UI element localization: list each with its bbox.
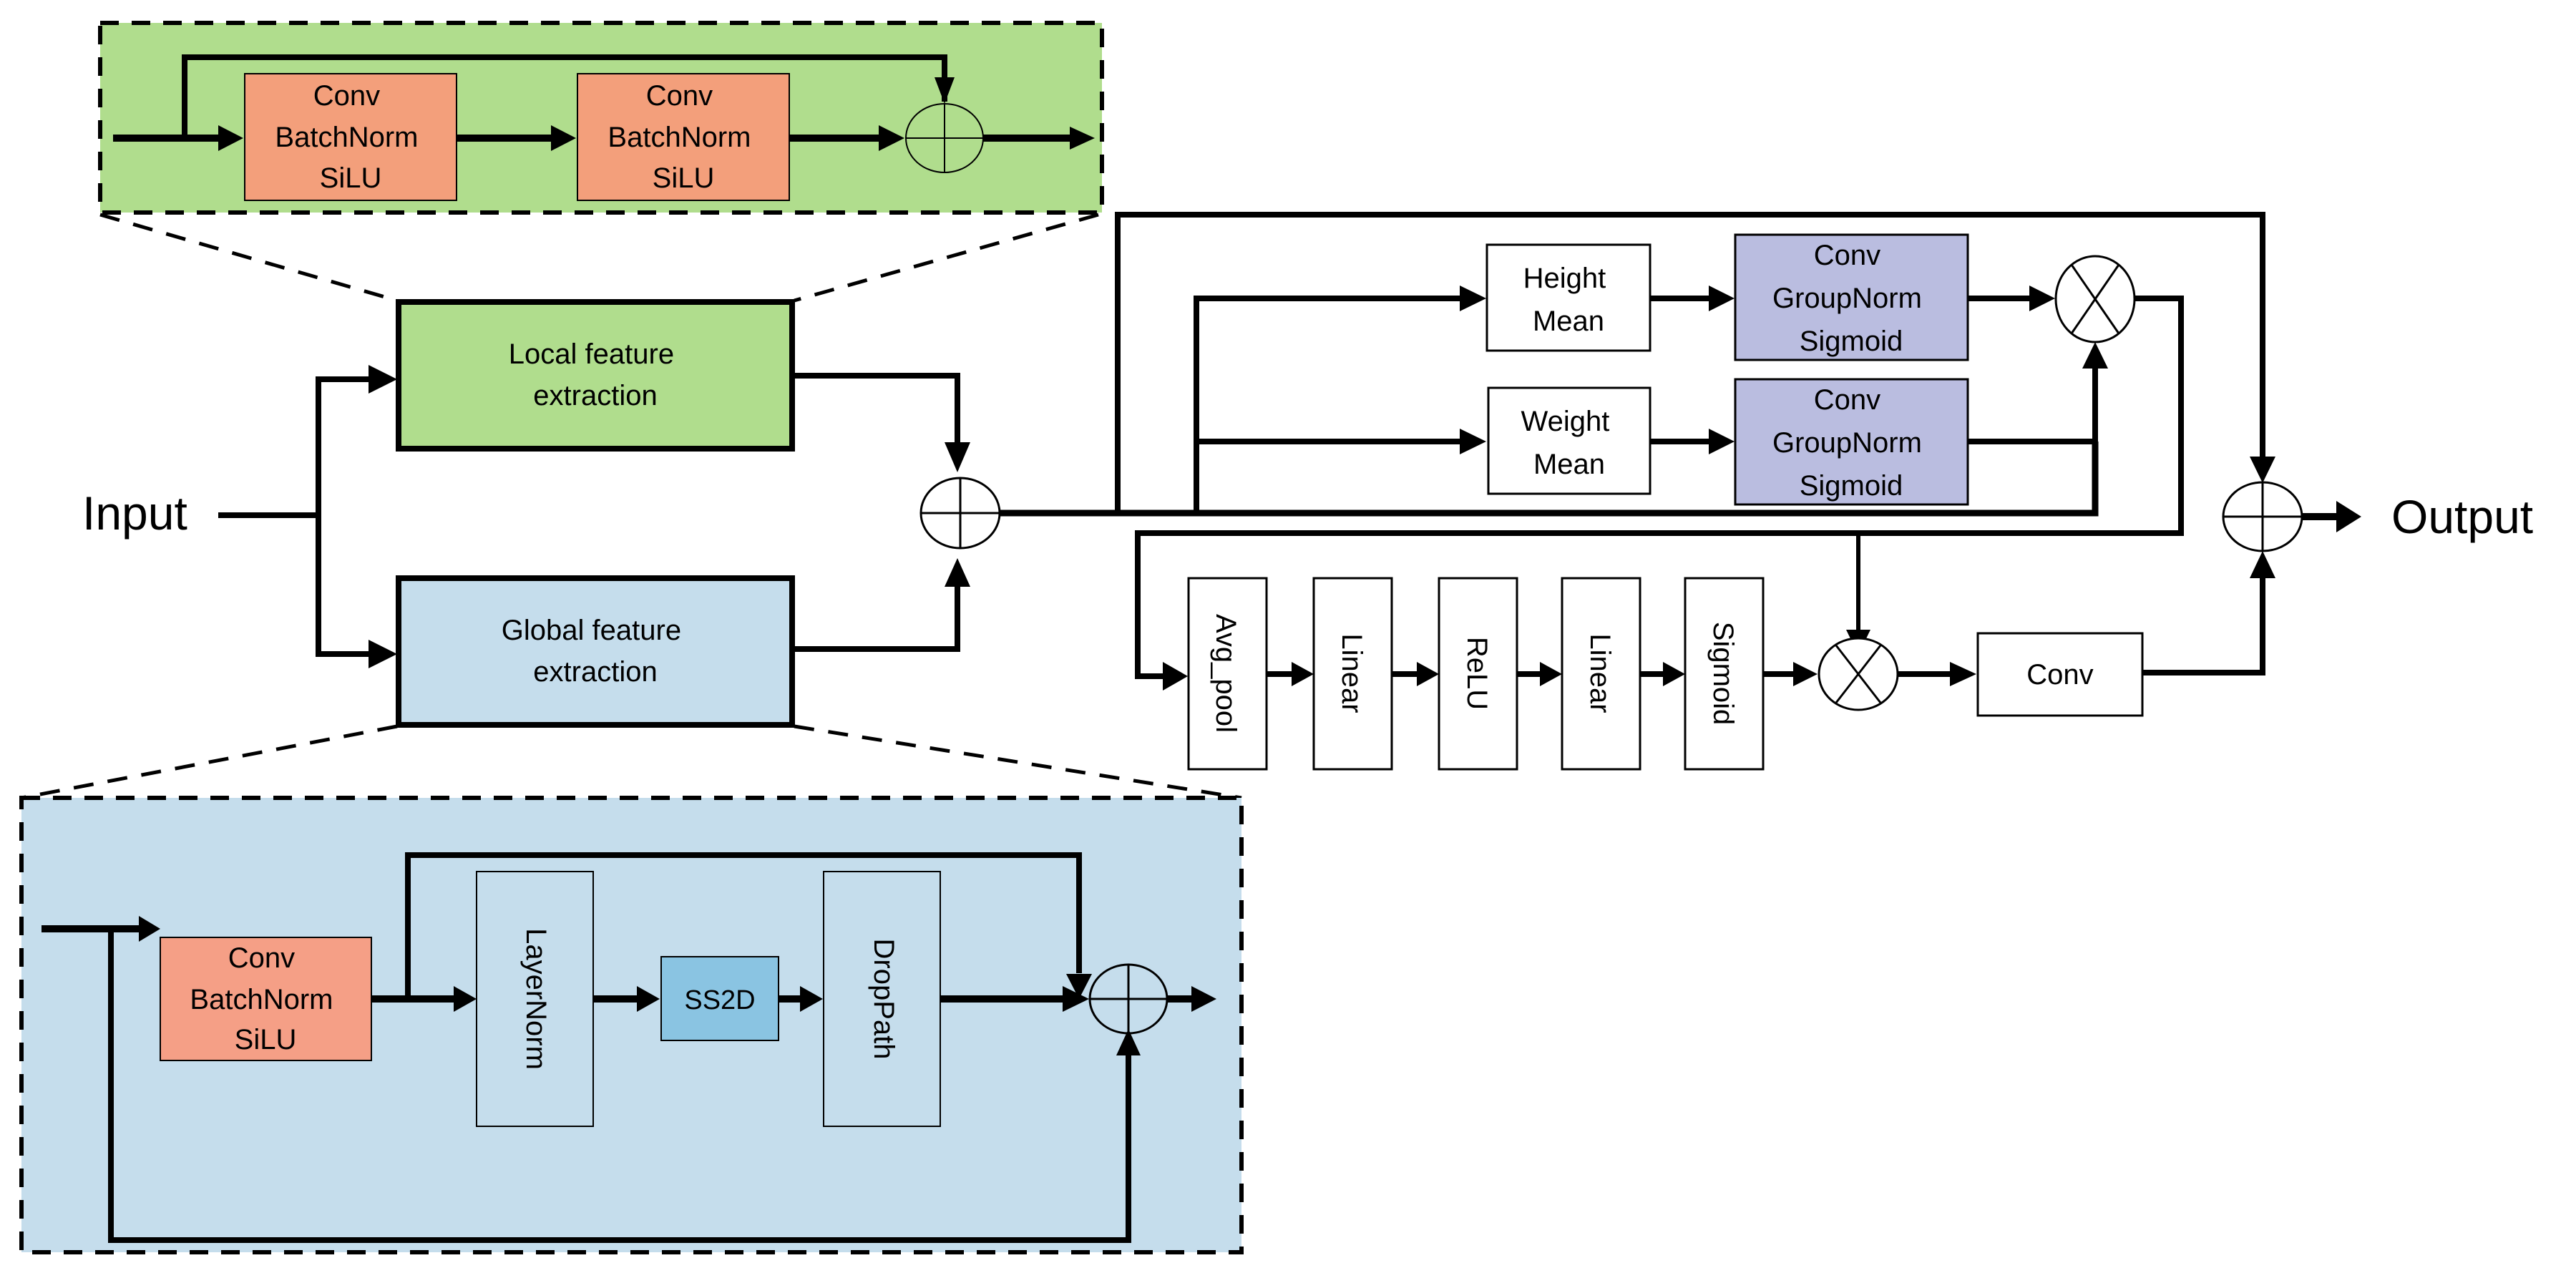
weight-mean-label: Weight Mean [1521, 406, 1618, 480]
groupnorm-block-1 [1734, 233, 1969, 361]
arrow-head [1950, 662, 1976, 686]
arrow-head [1417, 662, 1439, 686]
main-flow: Input Local feature extraction Global fe… [82, 299, 2098, 728]
arrow-head [1460, 429, 1486, 454]
linear-1-label: Linear [1336, 633, 1367, 713]
local-conv-block-2 [577, 73, 790, 201]
local-conv-block-1-label: Conv BatchNorm SiLU [275, 80, 426, 194]
arrow-head [1116, 1029, 1141, 1055]
arrow-head [1292, 662, 1314, 686]
groupnorm-block-1-label: Conv GroupNorm Sigmoid [1772, 240, 1930, 357]
add-icon [919, 477, 1001, 550]
local-detail-panel: Conv BatchNorm SiLU Conv BatchNorm SiLU [98, 21, 1104, 215]
global-detail-panel: Conv BatchNorm SiLU LayerNorm SS2D DropP… [19, 796, 1244, 1254]
arrow-head [139, 916, 160, 942]
arrow-head [879, 125, 904, 151]
multiply-icon [2054, 255, 2136, 343]
zoom-connector-local [99, 213, 1099, 303]
input-label: Input [82, 487, 187, 540]
output-section: Output [2222, 481, 2533, 552]
arrow-head [1709, 286, 1735, 311]
arrow-head [1540, 662, 1562, 686]
local-conv-block-2-label: Conv BatchNorm SiLU [608, 80, 758, 194]
zoom-connector-global [21, 724, 1242, 800]
arrow-head [1663, 662, 1685, 686]
global-conv-block [160, 937, 372, 1061]
channel-arrows [1267, 662, 1818, 686]
arrow-head [945, 558, 970, 587]
global-conv-block-label: Conv BatchNorm SiLU [190, 942, 341, 1055]
arrow-head [1191, 986, 1216, 1012]
arrow-head [637, 986, 660, 1012]
add-icon [905, 103, 984, 173]
arrow-head [218, 125, 243, 151]
arrow-head [1070, 127, 1095, 150]
arrow-head [454, 986, 477, 1012]
arrow-head [2029, 286, 2055, 311]
local-feature-block [396, 299, 795, 452]
multiply-icon [1818, 637, 1899, 711]
groupnorm-block-2 [1734, 378, 1969, 506]
arrow-head [1063, 986, 1089, 1012]
arrow-head [1709, 429, 1735, 454]
arrow-head [369, 640, 397, 668]
linear-block-2 [1561, 577, 1641, 771]
arrow-head [2250, 457, 2275, 483]
arrow-head [800, 986, 823, 1012]
ss2d-block [660, 956, 779, 1041]
droppath-label: DropPath [868, 939, 899, 1060]
output-label: Output [2391, 490, 2533, 543]
channel-branch: Avg_pool Linear ReLU Linear Sigmoid Conv [1187, 551, 2275, 771]
relu-label: ReLU [1461, 637, 1493, 710]
sigmoid-label: Sigmoid [1707, 622, 1739, 726]
relu-block [1438, 577, 1518, 771]
arrow-head [551, 125, 576, 151]
local-conv-block-1 [244, 73, 457, 201]
arrow-head [369, 365, 397, 394]
arrow-head [2336, 501, 2361, 532]
linear-2-label: Linear [1584, 633, 1616, 713]
arrow-head [2082, 342, 2108, 369]
attention-branch: Height Mean Weight Mean Conv GroupNorm S… [1000, 212, 2275, 691]
conv-label: Conv [2026, 659, 2093, 691]
global-feature-block [396, 575, 795, 728]
conv-block [1976, 632, 2144, 717]
arrow-head [2250, 551, 2275, 578]
avg-pool-block [1187, 577, 1268, 771]
arrow-head [1793, 662, 1818, 686]
height-mean-block [1485, 243, 1652, 352]
arrow-head [1163, 662, 1188, 691]
arrow-head [1460, 286, 1486, 311]
avg-pool-label: Avg_pool [1210, 614, 1241, 733]
layernorm-block [476, 871, 594, 1127]
droppath-block [823, 871, 941, 1127]
arrow-head [945, 442, 970, 472]
arrow-head [1066, 974, 1092, 999]
add-icon [1088, 963, 1169, 1035]
layernorm-label: LayerNorm [520, 928, 552, 1070]
ss2d-label: SS2D [684, 985, 755, 1015]
arrow-head [935, 77, 955, 104]
add-icon [2222, 481, 2303, 552]
height-mean-label: Height Mean [1523, 263, 1614, 337]
groupnorm-block-2-label: Conv GroupNorm Sigmoid [1772, 384, 1930, 502]
local-feature-label: Local feature extraction [509, 338, 682, 411]
global-feature-label: Global feature extraction [502, 615, 689, 688]
